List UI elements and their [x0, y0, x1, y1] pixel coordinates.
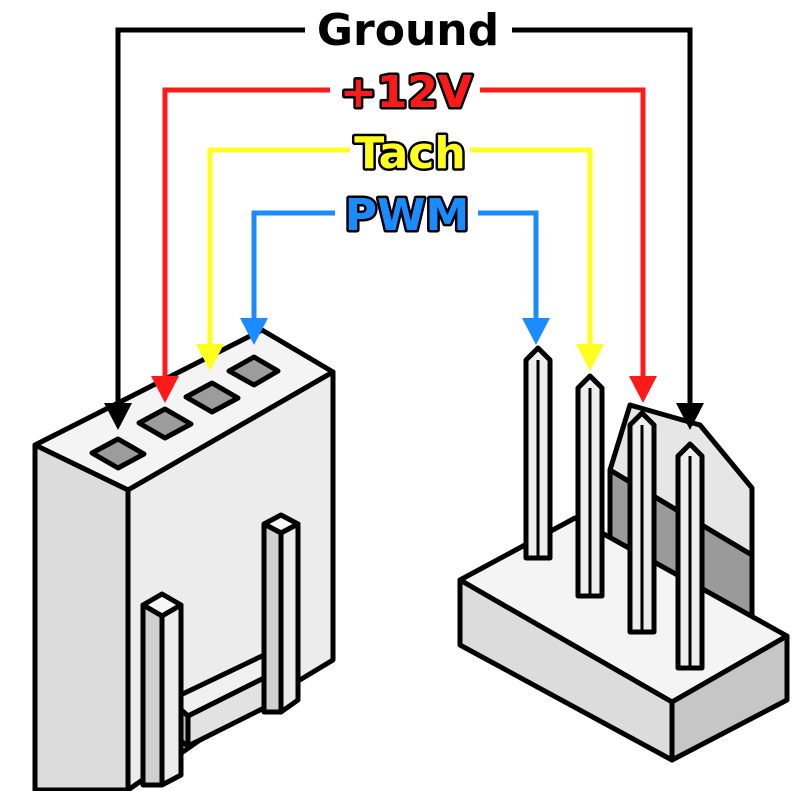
latch-post-left-front	[140, 602, 165, 788]
v12-arrow-male	[629, 376, 657, 403]
pwm-wire	[251, 210, 539, 320]
header-pin-1	[523, 345, 553, 561]
header-pin-2	[575, 373, 605, 599]
v12-wire	[162, 87, 646, 378]
female-connector-front-face	[32, 442, 131, 791]
latch-post-left-side	[159, 602, 184, 788]
latch-post-right-front	[261, 521, 284, 715]
pwm-arrow-male	[522, 318, 550, 345]
pin-hole-1	[89, 436, 147, 471]
ground-arrow-male	[676, 403, 704, 430]
pin-hole-3	[183, 380, 241, 415]
pwm-arrow-female	[240, 318, 268, 345]
tach-wire	[207, 147, 593, 346]
v12-label: +12V	[340, 67, 472, 118]
ground-label: Ground	[317, 5, 499, 56]
header-pin-3	[627, 410, 657, 635]
header-base-side	[669, 633, 790, 763]
tach-label: Tach	[354, 128, 465, 179]
fan-header-male-icon	[457, 345, 790, 763]
pwm-label: PWM	[345, 190, 470, 241]
latch-post-right-side	[278, 521, 301, 715]
pin-hole-2	[136, 406, 194, 441]
tach-arrow-female	[196, 344, 224, 371]
ground-arrow-female	[104, 403, 132, 430]
v12-arrow-female	[151, 376, 179, 403]
pin-hole-4	[226, 354, 281, 388]
tach-arrow-male	[576, 344, 604, 371]
ground-wire	[115, 27, 693, 405]
fan-connector-female-icon	[32, 327, 336, 791]
header-pin-4	[675, 441, 705, 671]
